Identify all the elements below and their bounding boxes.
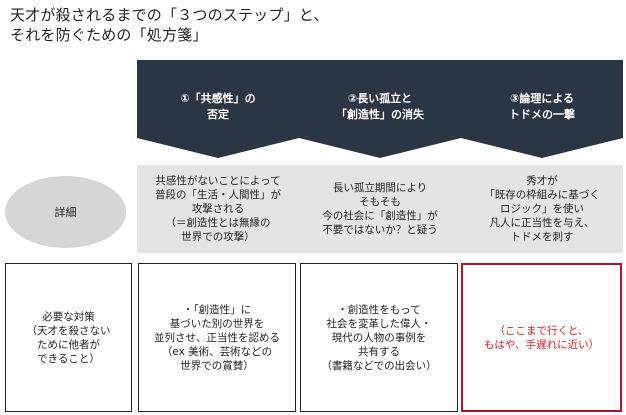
step-2-label-line-1: ②長い孤立と [347,92,413,105]
step-1-detail-line: （＝創造性とは無縁の [165,217,271,229]
step-1-measure-line: 並列させ、正当性を認める [154,331,280,344]
detail-label-ellipse: 詳細 [5,176,126,248]
step-3-detail-line: 凡人に正当性を与え、 [489,217,595,229]
detail-label: 詳細 [54,206,77,219]
step-3-detail-line: 「既存の枠組みに基づく [484,189,600,201]
step-2-detail: 長い孤立期間により そもそも 今の社会に「創造性」が 不要ではないか？と疑う [299,165,461,253]
title-line-2: それを防ぐための「処方箋」 [10,26,208,44]
step-1-detail-line: 攻撃される [191,203,245,215]
step-3-chevron: ③論理による トドメの一撃 [461,60,623,158]
step-2-detail-line: 今の社会に「創造性」が [322,210,438,222]
step-2-measure-line: 共有する [358,345,400,358]
title-line-1: 天才が殺されるまでの「３つのステップ」と、 [10,6,329,24]
step-2-measure-line: 社会を変革した偉人・ [326,317,432,330]
step-1-measure-line: 基づいた別の世界を [169,317,265,330]
step-3-label-line-2: トドメの一撃 [509,108,575,121]
needed-label-line: 必要な対策 [42,310,95,323]
step-1-label-line-2: 否定 [207,108,229,121]
step-2-measure-box: ・創造性をもって 社会を変革した偉人・ 現代の人物の事例を 共有する （書籍など… [300,263,458,412]
step-1-measure-line: ・「創造性」に [182,303,252,316]
step-2-measure-line: 現代の人物の事例を [331,331,427,344]
step-1-chevron: ①「共感性」の 否定 [137,60,299,158]
step-2-detail-line: そもそも [359,196,401,208]
step-1-measure-line: 世界での賞賛） [180,359,254,372]
step-3-measure-box: （ここまで行くと、 もはや、手遅れに近い） [461,263,622,412]
step-1-measure-box: ・「創造性」に 基づいた別の世界を 並列させ、正当性を認める （ex 美術、芸術… [138,263,296,412]
step-1-label-line-1: ①「共感性」の [180,92,256,105]
step-3-measure-line: （ここまで行くと、 [494,324,589,337]
step-1-detail-line: 普段の「生活・人間性」が [155,189,281,201]
step-3-detail-line: 秀才が [526,175,558,187]
needed-measures-label-box: 必要な対策 （天才を殺さない ために他者が できること） [5,263,132,412]
step-1-detail-line: 共感性がないことによって [155,175,281,187]
step-3-detail: 秀才が 「既存の枠組みに基づく ロジック」を使い 凡人に正当性を与え、 トドメを… [461,165,623,253]
needed-label-line: できること） [37,352,100,365]
needed-label-line: （天才を殺さない [26,324,111,337]
step-3-measure-line: もはや、手遅れに近い） [483,338,600,351]
step-2-chevron: ②長い孤立と 「創造性」の消失 [299,60,461,158]
step-3-label-line-1: ③論理による [510,92,574,105]
step-2-detail-line: 不要ではないか？と疑う [322,224,438,236]
step-2-measure-line: ・創造性をもって [337,303,421,316]
step-2-detail-line: 長い孤立期間により [332,182,428,194]
diagram-title: 天才が殺されるまでの「３つのステップ」と、 それを防ぐための「処方箋」 [10,5,329,45]
step-3-detail-line: ロジック」を使い [500,203,584,215]
needed-label-line: ために他者が [37,338,100,351]
step-2-measure-line: （書籍などでの出会い） [321,359,437,372]
step-2-label-line-2: 「創造性」の消失 [336,108,424,121]
step-3-detail-line: トドメを刺す [510,231,574,243]
step-1-detail-line: 世界での攻撃） [181,231,255,243]
step-1-measure-line: （ex 美術、芸術などの [161,345,273,358]
step-1-detail: 共感性がないことによって 普段の「生活・人間性」が 攻撃される （＝創造性とは無… [137,165,299,253]
